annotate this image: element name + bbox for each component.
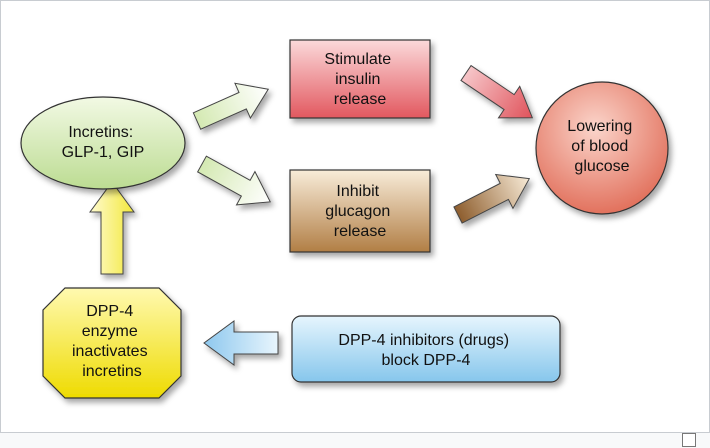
node-dpp4-inhibitors-label: DPP-4 inhibitors (drugs) block DPP-4 <box>338 332 513 369</box>
node-incretins-label: Incretins: GLP-1, GIP <box>62 124 145 161</box>
node-dpp4-enzyme-label: DPP-4 enzyme inactivates incretins <box>72 303 152 380</box>
node-lowering-glucose: Lowering of blood glucose <box>535 81 669 215</box>
node-inhibit-glucagon: Inhibit glucagon release <box>289 169 431 253</box>
enlarge-icon[interactable] <box>682 433 696 447</box>
arrow-incretins-to-inhibit <box>196 155 271 206</box>
arrow-inhibitors-to-dpp4-enzyme <box>203 320 279 366</box>
node-incretins: Incretins: GLP-1, GIP <box>20 96 186 190</box>
arrow-inhibit-to-lowering <box>453 173 531 224</box>
node-dpp4-inhibitors: DPP-4 inhibitors (drugs) block DPP-4 <box>291 315 561 383</box>
node-inhibit-glucagon-label: Inhibit glucagon release <box>325 183 394 240</box>
node-stimulate-insulin: Stimulate insulin release <box>289 39 431 119</box>
node-lowering-glucose-label: Lowering of blood glucose <box>567 118 636 175</box>
node-stimulate-insulin-label: Stimulate insulin release <box>324 51 395 108</box>
arrow-incretins-to-stimulate <box>192 82 270 130</box>
arrow-dpp4-enzyme-to-incretins <box>89 181 135 275</box>
arrow-stimulate-to-lowering <box>460 64 534 119</box>
node-dpp4-enzyme: DPP-4 enzyme inactivates incretins <box>42 287 182 399</box>
